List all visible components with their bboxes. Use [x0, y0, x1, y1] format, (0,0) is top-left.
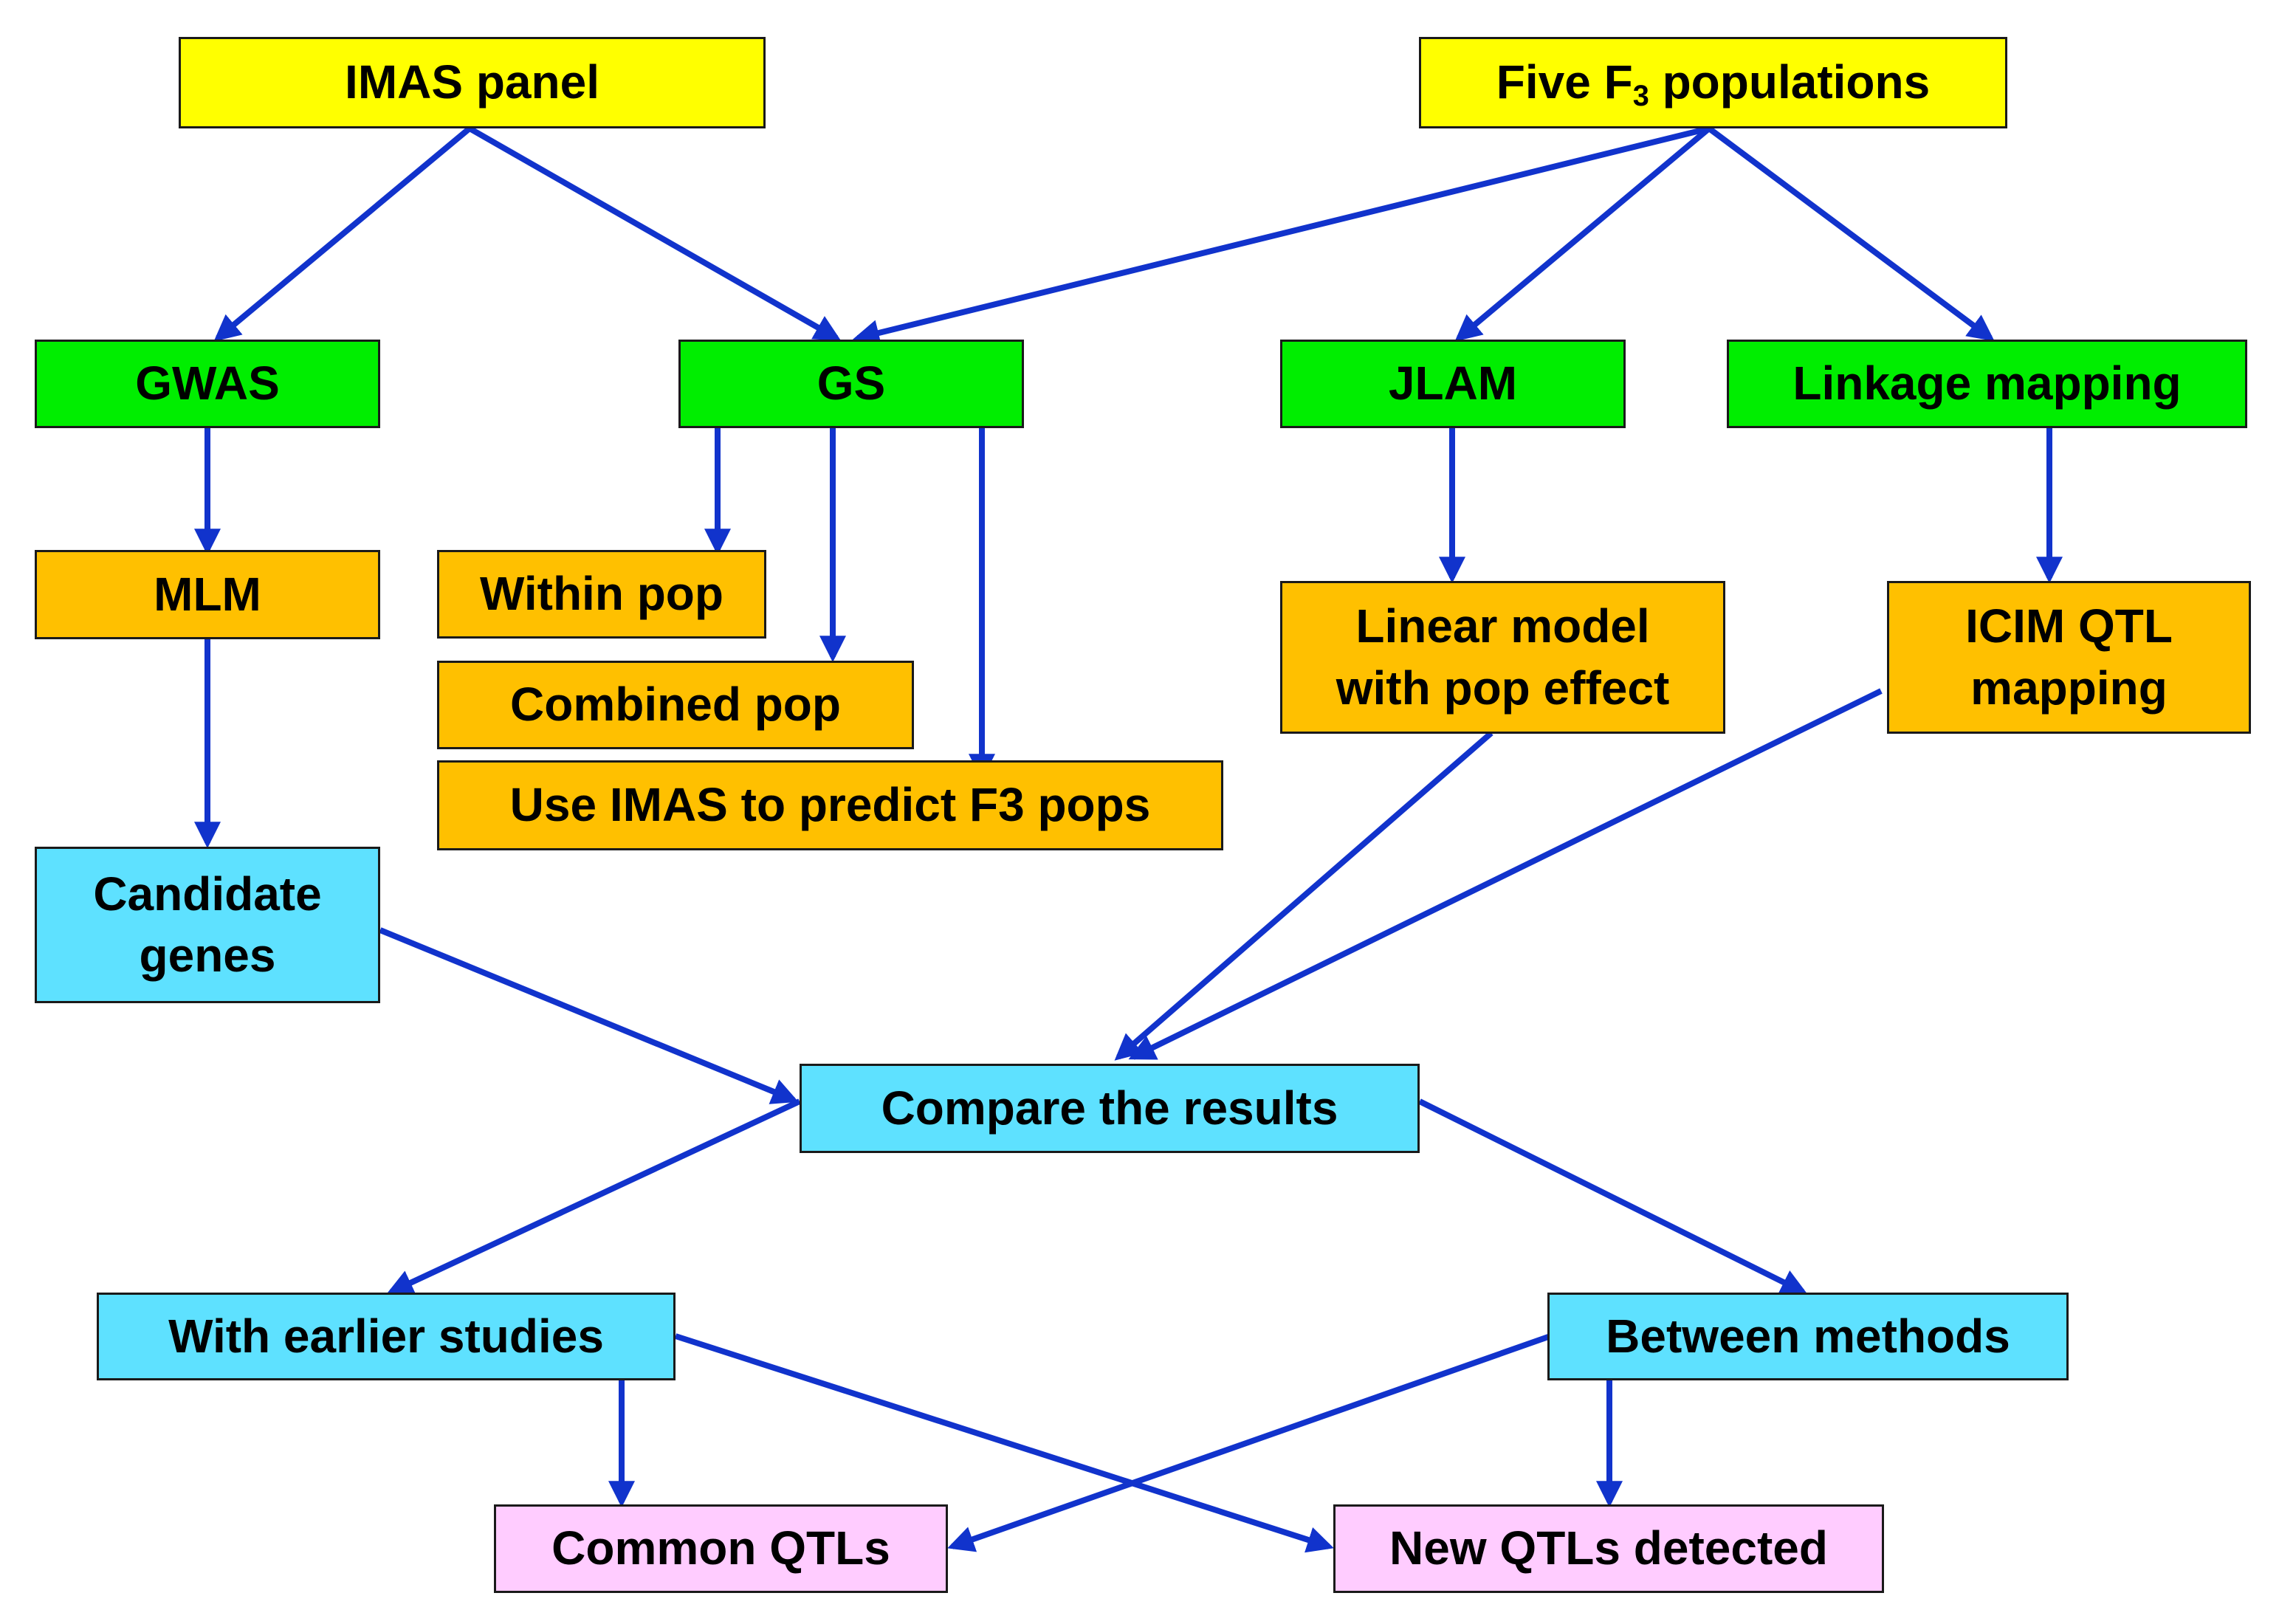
- linear-model-line2: with pop effect: [1336, 661, 1670, 715]
- new-qtls-label: New QTLs detected: [1389, 1521, 1828, 1575]
- compare-results: Compare the results: [800, 1064, 1420, 1153]
- edge-f3-to-gs: [853, 125, 1710, 346]
- edge-imas-to-gs: [468, 125, 842, 341]
- combined-pop: Combined pop: [437, 661, 914, 749]
- with-earlier-studies: With earlier studies: [97, 1293, 676, 1380]
- edge-f3-to-jlam: [1454, 125, 1711, 342]
- combined-pop-label: Combined pop: [510, 678, 841, 732]
- icim-qtl: ICIM QTL mapping: [1887, 581, 2251, 734]
- candidate-genes-line1: Candidate: [93, 867, 322, 921]
- edge-between-to-common: [947, 1333, 1552, 1552]
- mlm: MLM: [35, 550, 380, 639]
- edge-candidate-to-compare: [379, 927, 799, 1104]
- jlam-label: JLAM: [1388, 357, 1518, 410]
- new-qtls: New QTLs detected: [1333, 1504, 1884, 1593]
- imas-panel: IMAS panel: [179, 37, 766, 128]
- common-qtls-label: Common QTLs: [551, 1521, 890, 1575]
- linear-model-line1: Linear model: [1355, 599, 1650, 653]
- edge-icim-to-compare: [1128, 688, 1883, 1060]
- edge-linear-to-compare: [1114, 730, 1493, 1061]
- between-methods-label: Between methods: [1606, 1309, 2010, 1363]
- candidate-genes-line2: genes: [139, 929, 276, 982]
- icim-qtl-line1: ICIM QTL: [1965, 599, 2173, 653]
- edge-compare-to-earlier: [386, 1098, 801, 1296]
- five-f3-populations-label: Five F3 populations: [1496, 55, 1931, 113]
- gwas: GWAS: [35, 340, 380, 428]
- gs: GS: [678, 340, 1024, 428]
- between-methods: Between methods: [1547, 1293, 2069, 1380]
- gwas-label: GWAS: [135, 357, 280, 410]
- within-pop: Within pop: [437, 550, 766, 639]
- icim-qtl-line2: mapping: [1970, 661, 2168, 715]
- edge-earlier-to-new: [674, 1333, 1334, 1553]
- compare-results-label: Compare the results: [881, 1081, 1338, 1135]
- mlm-label: MLM: [154, 567, 261, 621]
- within-pop-label: Within pop: [480, 567, 723, 621]
- with-earlier-studies-label: With earlier studies: [168, 1309, 604, 1363]
- edge-compare-to-between: [1418, 1098, 1808, 1295]
- candidate-genes: Candidate genes: [35, 847, 380, 1003]
- gs-label: GS: [817, 357, 886, 410]
- edge-imas-to-gwas: [213, 125, 472, 342]
- linkage-mapping: Linkage mapping: [1727, 340, 2247, 428]
- use-imas: Use IMAS to predict F3 pops: [437, 760, 1223, 850]
- imas-panel-label: IMAS panel: [345, 55, 599, 109]
- linkage-mapping-label: Linkage mapping: [1792, 357, 2182, 410]
- jlam: JLAM: [1280, 340, 1626, 428]
- edge-f3-to-linkage: [1707, 125, 1995, 342]
- five-f3-populations: Five F3 populations: [1419, 37, 2007, 128]
- linear-model: Linear model with pop effect: [1280, 581, 1725, 734]
- use-imas-label: Use IMAS to predict F3 pops: [509, 778, 1151, 832]
- common-qtls: Common QTLs: [494, 1504, 948, 1593]
